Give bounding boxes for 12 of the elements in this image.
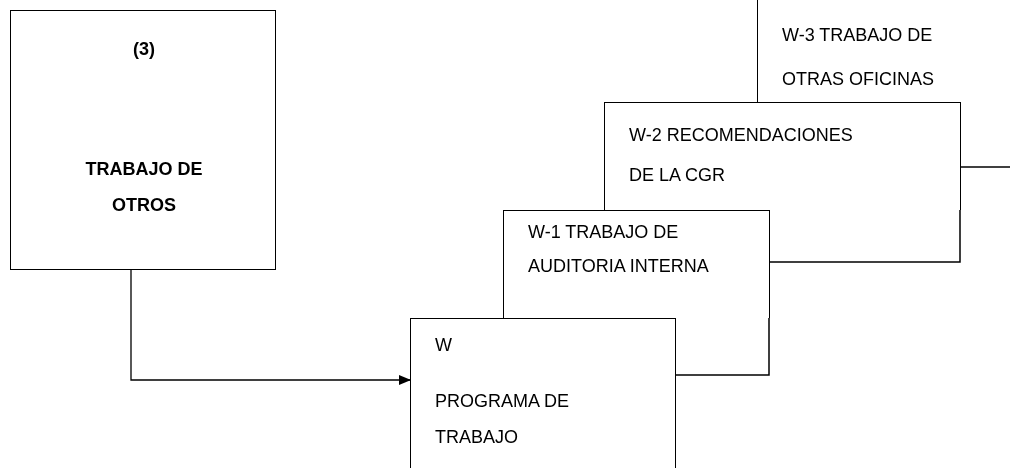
box-heading: (3) — [132, 38, 156, 61]
box-heading: W — [435, 334, 453, 357]
box-text: W-1 TRABAJO DE AUDITORIA INTERNA — [528, 221, 710, 278]
text-box — [604, 102, 961, 210]
arrow — [130, 269, 411, 385]
box-text: PROGRAMA DE TRABAJO — [435, 390, 571, 449]
box-text: W-2 RECOMENDACIONES DE LA CGR — [629, 124, 854, 187]
box-text: W-3 TRABAJO DE OTRAS OFICINAS — [782, 24, 935, 91]
box-text: TRABAJO DE OTROS — [84, 158, 204, 217]
text-box — [503, 210, 770, 318]
text-box — [10, 10, 276, 270]
text-box — [410, 318, 676, 468]
